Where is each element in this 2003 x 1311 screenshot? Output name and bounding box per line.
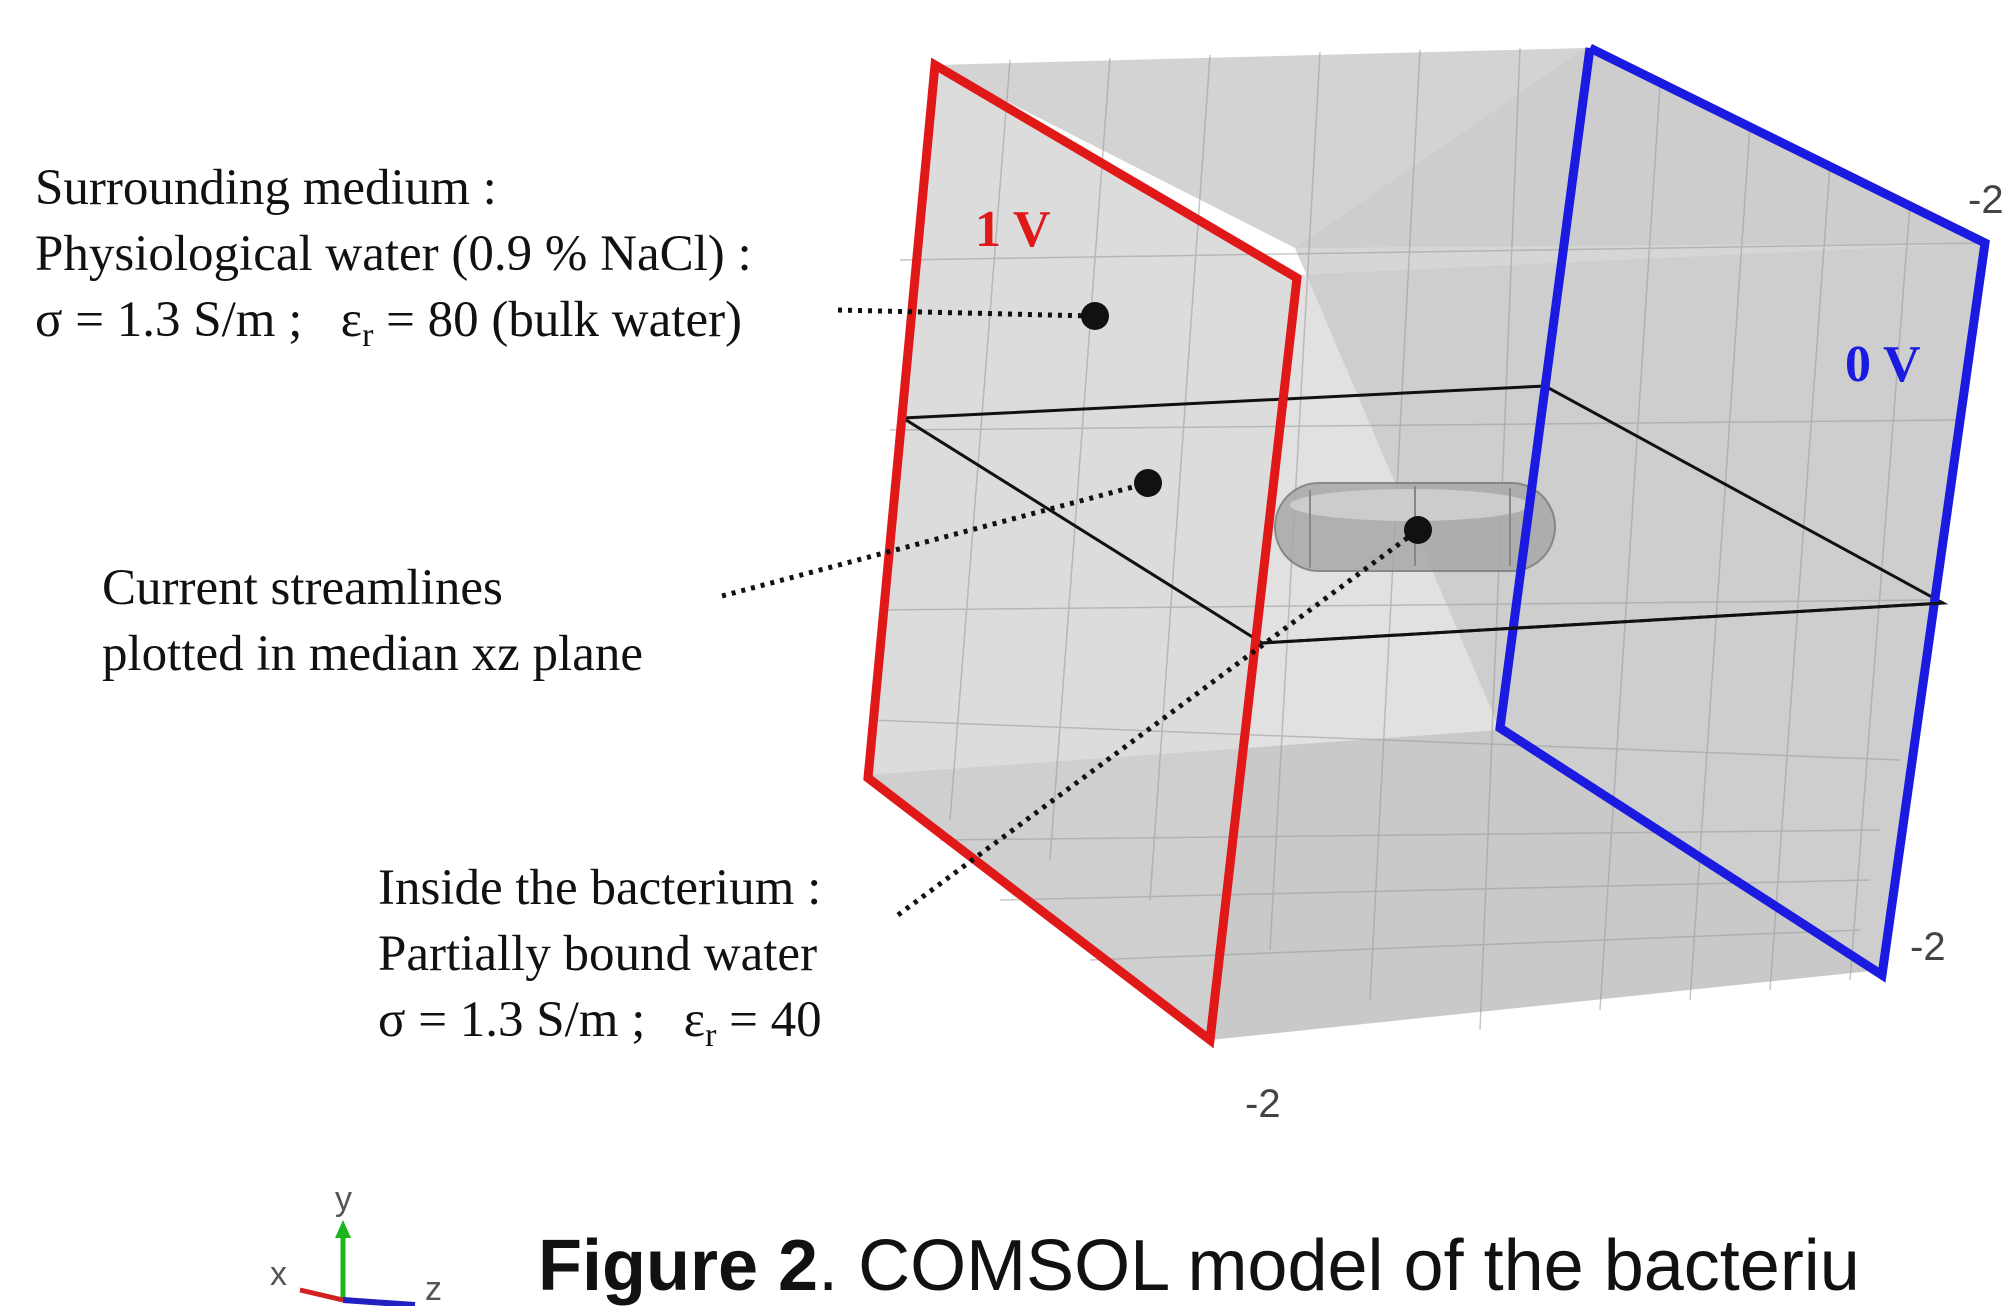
bacterium-eps-symbol: ε [683, 992, 706, 1048]
streamlines-line-2: plotted in median xz plane [102, 626, 644, 682]
annotation-current-streamlines: Current streamlines plotted in median xz… [102, 555, 643, 687]
bacterium-line-2: Partially bound water [378, 926, 818, 982]
box-top-face [935, 48, 1985, 248]
medium-marker-dot [1081, 302, 1109, 330]
electrode-plate-0v [1495, 43, 1990, 983]
streamlines-line-1: Current streamlines [102, 560, 503, 616]
figure-caption: Figure 2. COMSOL model of the bacteriu [538, 1225, 1860, 1307]
tick-label-top-right: -2 [1968, 178, 2003, 222]
tick-label-bottom: -2 [1245, 1082, 1281, 1126]
axis-label-y: y [335, 1180, 352, 1218]
medium-sigma: σ = 1.3 S/m ; [35, 292, 303, 348]
axis-label-z: z [425, 1270, 442, 1308]
axis-triad [299, 1220, 416, 1308]
bacterium-eps-subscript: r [705, 1017, 717, 1054]
box-right-face [1210, 243, 1985, 1040]
plate-label-1v: 1 V [975, 201, 1051, 258]
plane-marker-dot [1134, 469, 1162, 497]
annotation-leaders [721, 307, 1420, 918]
annotation-inside-bacterium: Inside the bacterium : Partially bound w… [378, 855, 822, 1069]
medium-properties: σ = 1.3 S/m ; εr = 80 (bulk water) [35, 287, 752, 369]
annotation-surrounding-medium: Surrounding medium : Physiological water… [35, 155, 752, 369]
medium-line-2: Physiological water (0.9 % NaCl) : [35, 226, 752, 282]
bacterium-sigma: σ = 1.3 S/m ; [378, 992, 646, 1048]
tick-label-right: -2 [1910, 925, 1946, 969]
medium-eps-symbol: ε [340, 292, 363, 348]
medium-line-1: Surrounding medium : [35, 160, 497, 216]
plate-label-0v: 0 V [1845, 336, 1921, 393]
bacterium-line-1: Inside the bacterium : [378, 860, 822, 916]
bacterium-eps-value: = 40 [716, 992, 822, 1048]
medium-eps-subscript: r [362, 317, 374, 354]
axis-label-x: x [270, 1255, 287, 1293]
medium-eps-value: = 80 (bulk water) [373, 292, 743, 348]
bacterium-properties: σ = 1.3 S/m ; εr = 40 [378, 987, 822, 1069]
electrode-plate-1v [863, 57, 1302, 1049]
figure-caption-number: Figure 2 [538, 1226, 819, 1306]
box-front-left-face [865, 65, 1295, 1040]
bacterium-marker-dot [1404, 516, 1432, 544]
figure-caption-text: . COMSOL model of the bacteriu [818, 1226, 1860, 1306]
